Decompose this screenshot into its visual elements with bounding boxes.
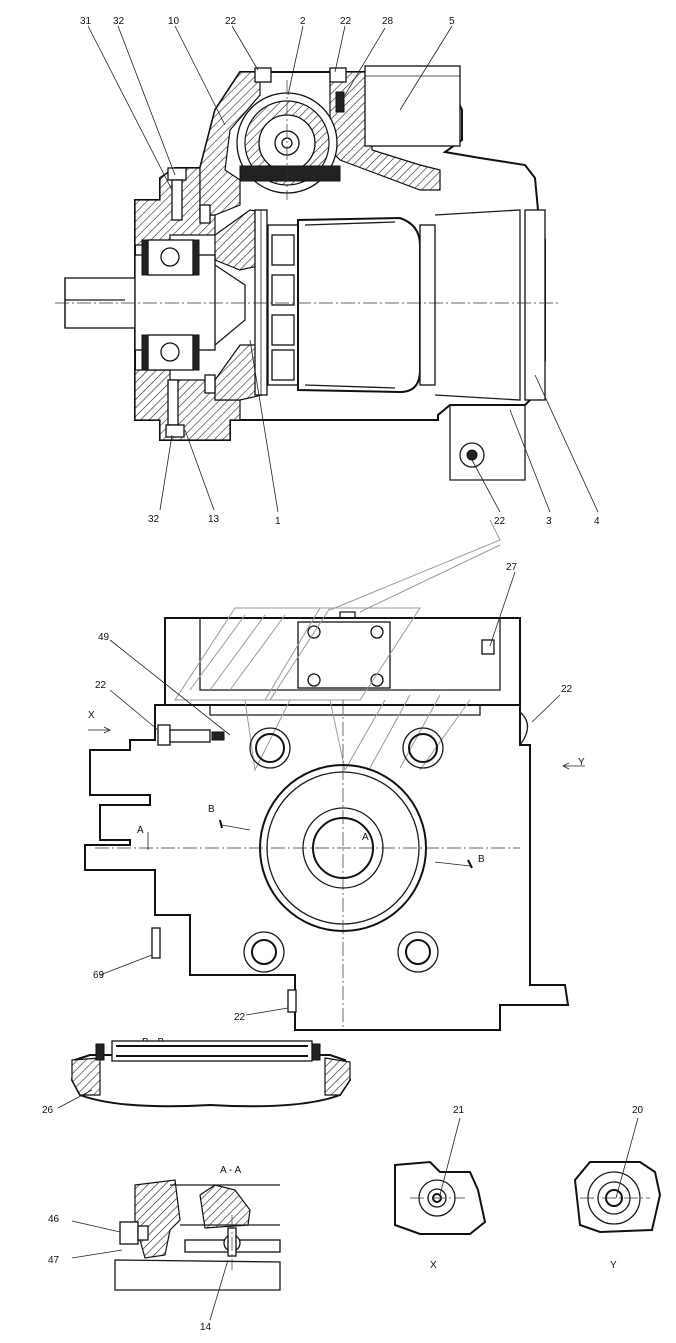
exterior-view	[84, 519, 585, 1031]
callouts-view-main: 31 32 10 22 2 22 28 5 32 13 1 22 3 4	[80, 16, 600, 527]
view-title-y: Y	[610, 1260, 617, 1271]
callout-13: 13	[208, 514, 220, 525]
view-mark-y: Y	[578, 757, 585, 768]
section-aa: A - A 46 47 14	[48, 1165, 281, 1333]
callout-1: 1	[275, 516, 281, 527]
callout-28: 28	[382, 16, 394, 27]
section-view-main	[55, 65, 560, 481]
callout-22-top-left: 22	[225, 16, 237, 27]
callout-5: 5	[449, 16, 455, 27]
callouts-view-exterior: 27 49 22 22 69 22 X Y B A A B	[88, 562, 585, 1023]
callout-20: 20	[632, 1105, 644, 1116]
view-y: 20 Y	[573, 1105, 662, 1271]
main-body-outline	[84, 704, 570, 1031]
callout-69: 69	[93, 970, 105, 981]
callout-2: 2	[300, 16, 306, 27]
callout-22-left: 22	[95, 680, 107, 691]
callout-14: 14	[200, 1322, 212, 1333]
callout-10: 10	[168, 16, 180, 27]
section-mark-b-right: B	[478, 854, 485, 865]
view-mark-x: X	[88, 710, 95, 721]
callout-21: 21	[453, 1105, 465, 1116]
callout-32-top: 32	[113, 16, 125, 27]
callout-27: 27	[506, 562, 518, 573]
callout-49: 49	[98, 632, 110, 643]
callout-22-lower: 22	[234, 1012, 246, 1023]
callout-32-bottom: 32	[148, 514, 160, 525]
section-mark-a-left: A	[137, 825, 144, 836]
callout-46: 46	[48, 1214, 60, 1225]
callout-22-top-right: 22	[340, 16, 352, 27]
callout-31: 31	[80, 16, 92, 27]
view-title-x: X	[430, 1260, 437, 1271]
callout-47: 47	[48, 1255, 60, 1266]
view-x: 21 X	[394, 1105, 487, 1271]
section-mark-a-center: A	[362, 832, 369, 843]
section-bb: B - B 26	[42, 1037, 352, 1116]
section-mark-b-left: B	[208, 804, 215, 815]
callout-22-bottom: 22	[494, 516, 506, 527]
watermark-logo	[174, 519, 501, 772]
callout-3: 3	[546, 516, 552, 527]
callout-26: 26	[42, 1105, 54, 1116]
section-title-aa: A - A	[220, 1165, 241, 1176]
callout-22-right: 22	[561, 684, 573, 695]
callout-4: 4	[594, 516, 600, 527]
